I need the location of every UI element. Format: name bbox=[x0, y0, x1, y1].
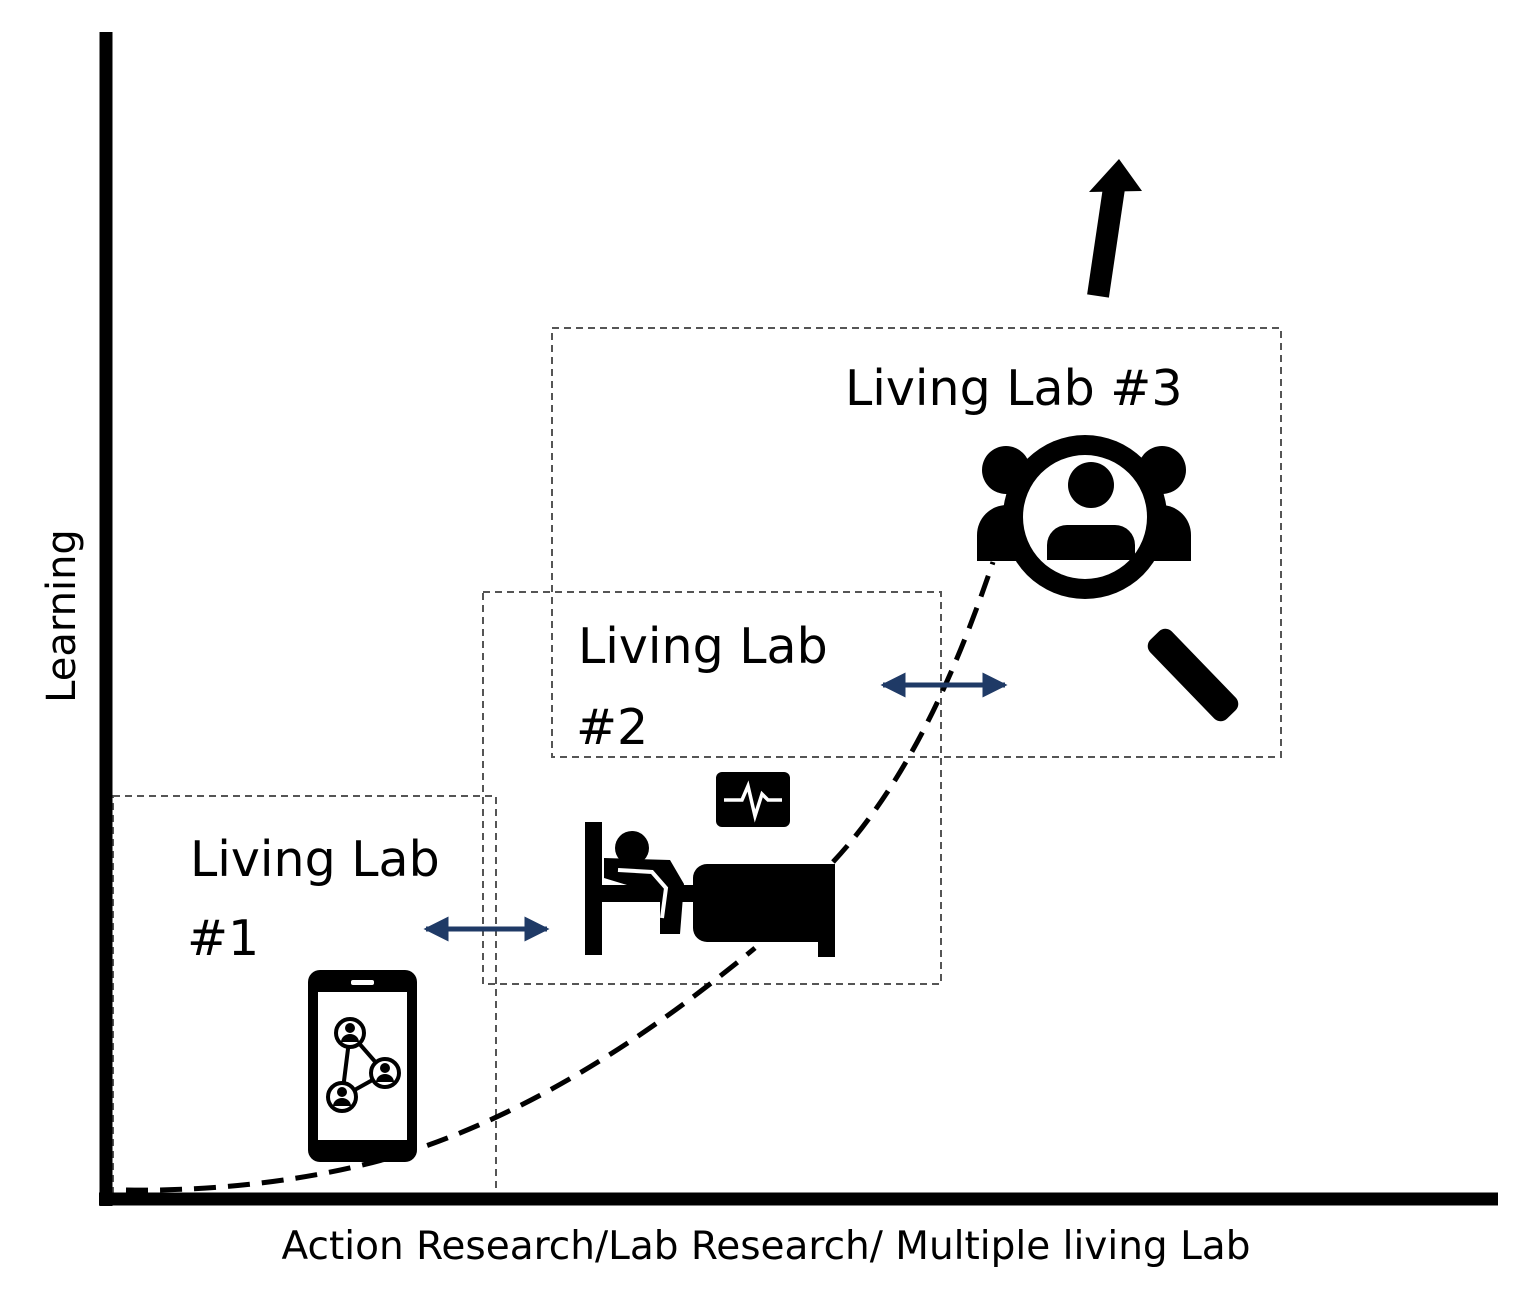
heart-monitor-icon bbox=[716, 772, 790, 827]
living-lab-2-number: #2 bbox=[576, 699, 648, 756]
x-axis-label: Action Research/Lab Research/ Multiple l… bbox=[282, 1224, 1251, 1269]
hospital-bed-icon bbox=[585, 822, 835, 957]
magnifier-people-icon bbox=[977, 435, 1239, 722]
living-lab-3-box bbox=[551, 327, 1282, 758]
smartphone-network-icon bbox=[308, 970, 417, 1162]
y-axis-label: Learning bbox=[39, 529, 85, 703]
growth-arrow bbox=[1087, 159, 1142, 298]
living-lab-2-box bbox=[482, 591, 942, 985]
living-lab-3-title: Living Lab #3 bbox=[845, 360, 1183, 417]
living-lab-2-title: Living Lab bbox=[578, 618, 828, 675]
living-lab-1-number: #1 bbox=[187, 910, 259, 967]
learning-curve-segment-1 bbox=[125, 946, 757, 1193]
living-lab-1-title: Living Lab bbox=[190, 831, 440, 888]
learning-curve-segment-2 bbox=[831, 561, 996, 864]
